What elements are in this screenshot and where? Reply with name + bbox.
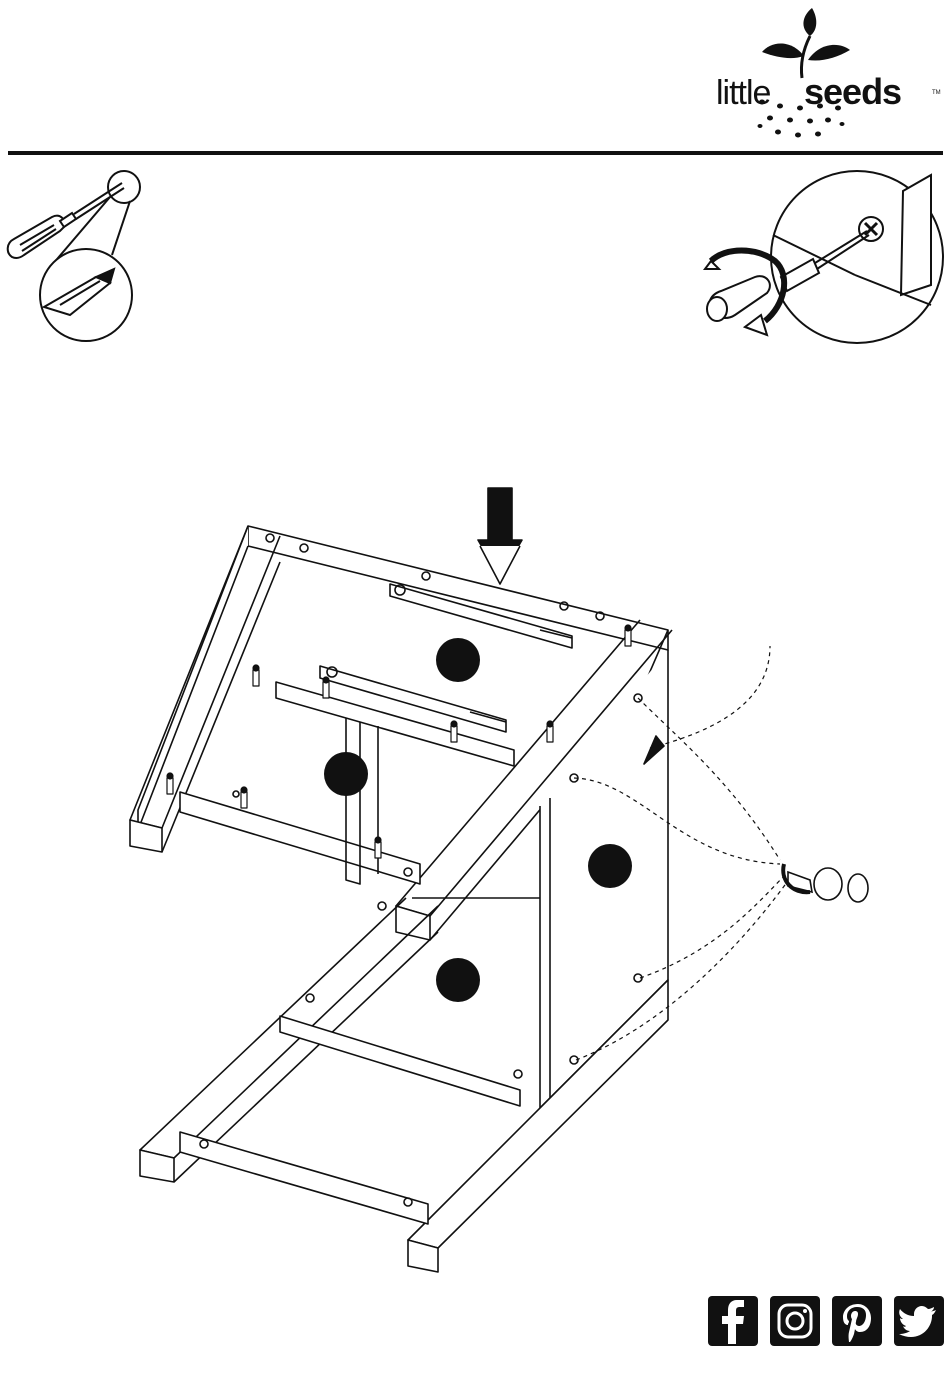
pinterest-icon[interactable] (832, 1296, 882, 1346)
step-marker (436, 638, 480, 682)
step-marker (436, 958, 480, 1002)
instagram-icon[interactable] (770, 1296, 820, 1346)
trademark-mark: TM (932, 90, 941, 96)
cam-screwdriver-icon (783, 864, 868, 902)
header-rule (8, 151, 943, 155)
facebook-icon[interactable] (708, 1296, 758, 1346)
insert-direction-arrow (478, 488, 522, 584)
twitter-icon[interactable] (894, 1296, 944, 1346)
brand-logo: little seeds TM (700, 8, 945, 148)
cabinet-assembly-diagram (120, 480, 880, 1280)
screwdriver-turn-clockwise-icon (695, 165, 945, 355)
step-marker (588, 844, 632, 888)
brand-name-seeds: seeds (804, 71, 901, 113)
brand-name-little: little (716, 74, 770, 113)
step-marker (324, 752, 368, 796)
phillips-screwdriver-icon (0, 165, 150, 345)
social-icons (708, 1296, 944, 1346)
